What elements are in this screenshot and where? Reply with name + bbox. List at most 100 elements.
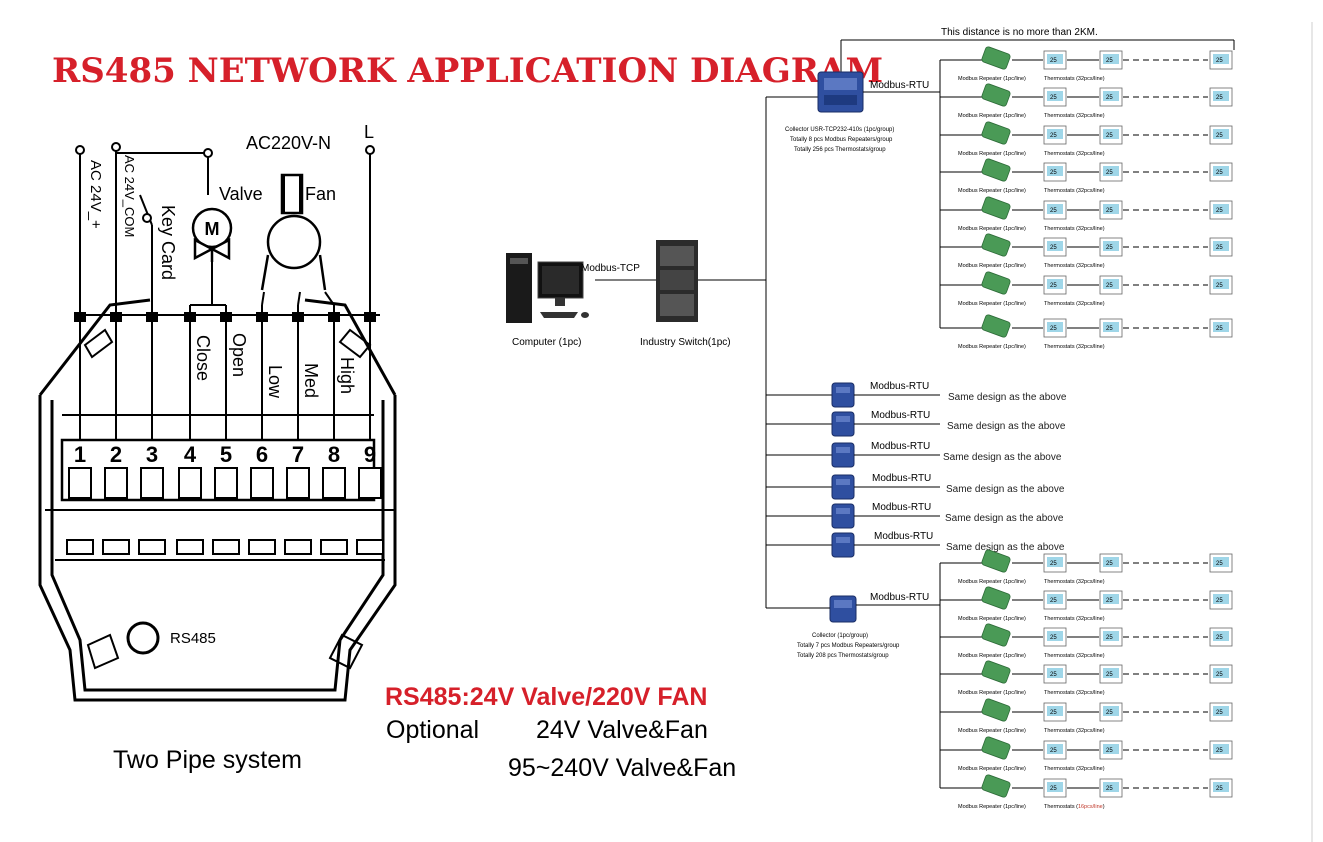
thermostat-count-label: Thermostats (32pcs/line) [1044,579,1105,585]
thermostat-screen-text: 25 [1216,635,1223,641]
modbus-rtu-label: Modbus-RTU [871,410,930,421]
thermostat-screen-text: 25 [1106,748,1113,754]
repeater-label: Modbus Repeater (1pc/line) [958,579,1026,585]
terminal-screw [140,467,164,499]
thermostat-screen [1047,594,1063,604]
thermostat-count-label: Thermostats (32pcs/line) [1044,188,1105,194]
thermostat-screen-text: 25 [1106,95,1113,101]
thermostat-screen-text: 25 [1216,786,1223,792]
thermostat-screen [1213,241,1229,251]
terminal-number: 9 [364,442,376,467]
same-design-label: Same design as the above [946,542,1065,553]
thermostat-screen [1213,279,1229,289]
thermostat-screen-text: 25 [1216,170,1223,176]
thermostat-screen [1103,91,1119,101]
collector-2-line-3: Totally 208 pcs Thermostats/group [797,653,889,659]
thermostat-count-label: Thermostats (32pcs/line) [1044,76,1105,82]
collector-icon [831,411,855,437]
terminal-screw [286,467,310,499]
thermostat-screen-text: 25 [1106,245,1113,251]
thermostat-screen-text: 25 [1216,748,1223,754]
label-open: Open [229,333,249,377]
modbus-tcp-label: Modbus-TCP [581,263,640,274]
thermostat-screen [1047,782,1063,792]
thermostat-count-label: Thermostats (32pcs/line) [1044,263,1105,269]
terminal-clip [212,539,240,555]
thermostat-screen-text: 25 [1050,245,1057,251]
collector-icon [831,532,855,558]
thermostat-screen [1213,91,1229,101]
thermostat-screen-text: 25 [1050,672,1057,678]
label-ac24-plus: AC 24V_+ [87,160,104,229]
thermostat-screen [1103,744,1119,754]
thermostat-screen-text: 25 [1106,208,1113,214]
thermostat-screen-text: 25 [1216,283,1223,289]
repeater-label: Modbus Repeater (1pc/line) [958,188,1026,194]
terminal-number: 1 [74,442,86,467]
terminal-screw [250,467,274,499]
thermostat-screen-text: 25 [1050,710,1057,716]
thermostat-count-label: Thermostats (32pcs/line) [1044,728,1105,734]
thermostat-screen-text: 25 [1106,598,1113,604]
terminal-number: 4 [184,442,197,467]
modbus-repeater-icon [981,698,1011,722]
switch-label: Industry Switch(1pc) [640,337,731,348]
thermostat-screen [1047,129,1063,139]
same-design-label: Same design as the above [943,452,1062,463]
thermostat-count-label: Thermostats (32pcs/line) [1044,226,1105,232]
thermostat-screen-text: 25 [1050,283,1057,289]
computer-icon [506,253,589,323]
label-med: Med [301,363,321,398]
thermostat-count-label: Thermostats (32pcs/line) [1044,690,1105,696]
thermostat-screen [1047,631,1063,641]
thermostat-screen [1103,241,1119,251]
terminal-clip [356,539,384,555]
thermostat-screen-text: 25 [1050,635,1057,641]
collector-1-rtu-label: Modbus-RTU [870,80,929,91]
terminal-clip [176,539,204,555]
thermostat-screen [1047,54,1063,64]
repeater-label: Modbus Repeater (1pc/line) [958,616,1026,622]
thermostat-screen [1103,166,1119,176]
thermostat-count-label: Thermostats (32pcs/line) [1044,151,1105,157]
repeater-label: Modbus Repeater (1pc/line) [958,151,1026,157]
terminal-number: 8 [328,442,340,467]
thermostat-screen-text: 25 [1216,208,1223,214]
same-design-label: Same design as the above [945,513,1064,524]
thermostat-count-label: Thermostats (32pcs/line) [1044,653,1105,659]
repeater-label: Modbus Repeater (1pc/line) [958,804,1026,810]
thermostat-screen-text: 25 [1050,208,1057,214]
modbus-rtu-label: Modbus-RTU [872,473,931,484]
label-line-l: L [364,122,374,142]
wire-terminals-top [75,142,375,223]
lower-clips [66,539,384,555]
terminal-number: 7 [292,442,304,467]
thermostat-screen [1213,166,1229,176]
thermostat-screen-text: 25 [1050,170,1057,176]
collector-panel [836,479,850,485]
terminal-number: 2 [110,442,122,467]
collector-panel [836,508,850,514]
modbus-repeater-icon [981,660,1011,684]
thermostat-screen [1047,279,1063,289]
collector-panel [836,537,850,543]
repeater-label: Modbus Repeater (1pc/line) [958,728,1026,734]
thermostat-screen [1213,54,1229,64]
thermostat-screen-text: 25 [1106,58,1113,64]
thermostat-screen [1047,557,1063,567]
thermostat-screen-text: 25 [1106,133,1113,139]
thermostat-count-label: Thermostats (32pcs/line) [1044,766,1105,772]
thermostat-count-label: Thermostats (32pcs/line) [1044,301,1105,307]
modbus-rtu-label: Modbus-RTU [874,531,933,542]
valve-motor-symbol [191,207,233,262]
thermostat-screen [1047,166,1063,176]
repeater-label: Modbus Repeater (1pc/line) [958,344,1026,350]
terminal-wires [79,150,371,440]
thermostat-screen [1047,668,1063,678]
repeater-label: Modbus Repeater (1pc/line) [958,226,1026,232]
thermostat-screen [1103,204,1119,214]
notes-option-1: 24V Valve&Fan [536,716,708,744]
thermostat-count-label: Thermostats (32pcs/line) [1044,113,1105,119]
